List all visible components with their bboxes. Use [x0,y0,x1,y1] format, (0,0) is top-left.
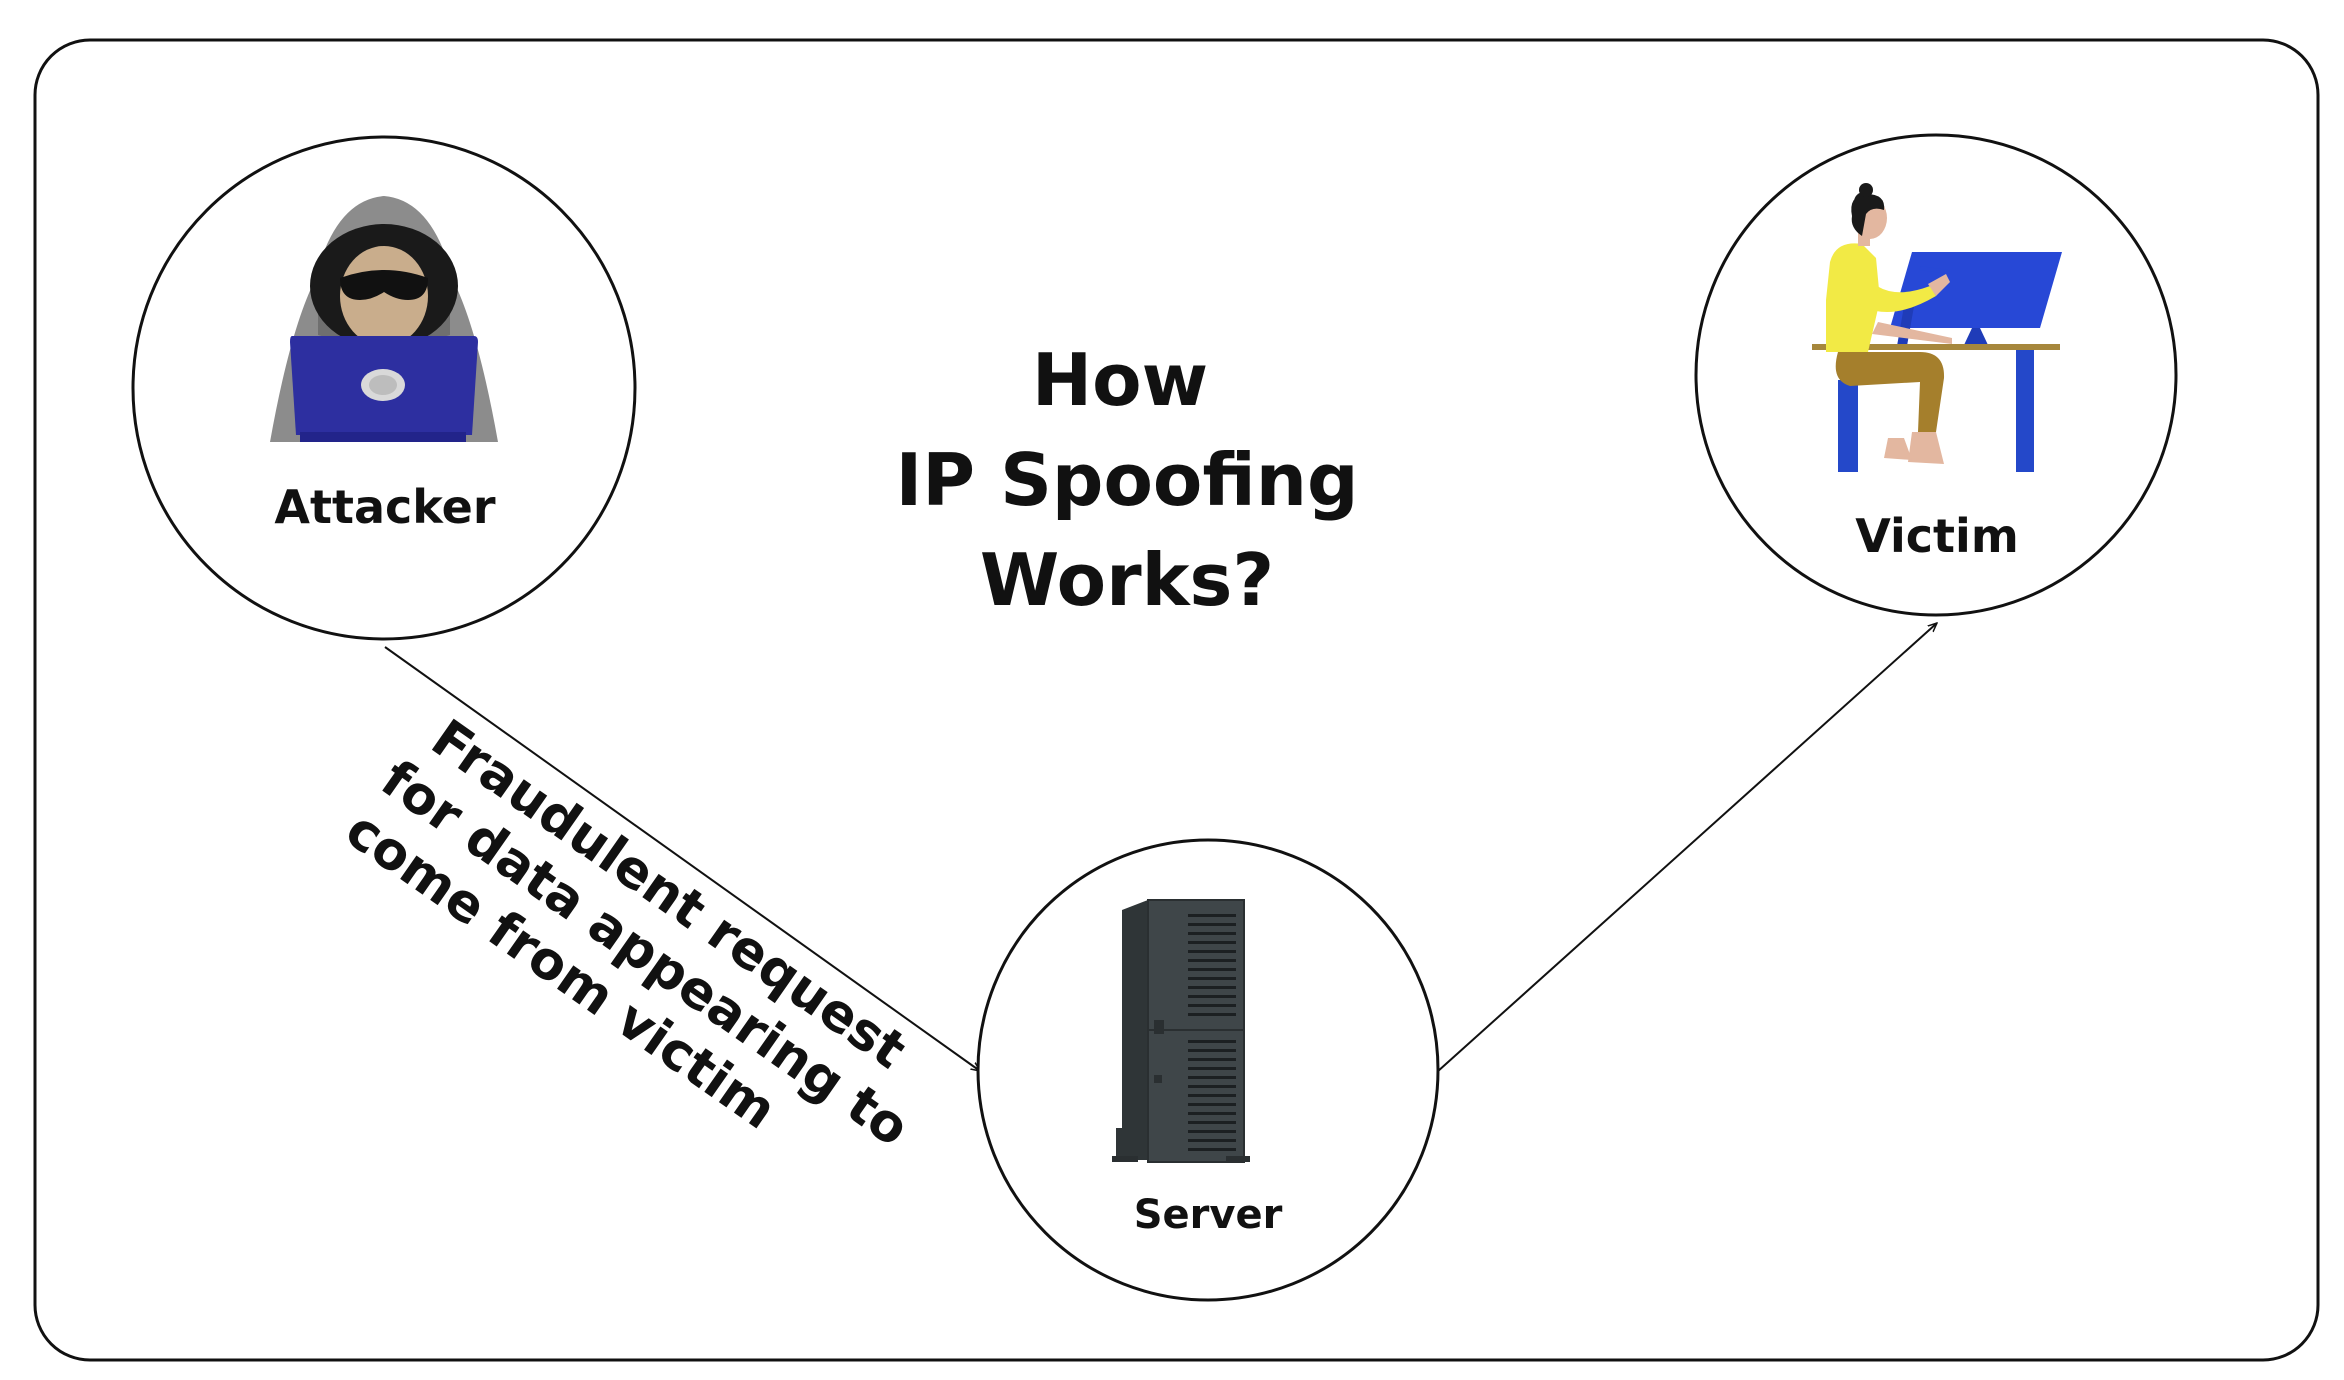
title-line-1: How [1032,338,1208,422]
node-attacker: Attacker [131,135,637,641]
victim-label: Victim [1855,509,2019,563]
person-at-computer-desk-icon [1812,183,2062,472]
title-line-3: Works? [980,538,1274,622]
diagram-title: How IP Spoofing Works? [895,338,1358,622]
edge-attacker-to-server [384,646,980,1071]
node-victim: Victim [1694,133,2178,617]
server-tower-icon [1112,899,1250,1163]
edge-server-to-victim [1436,623,1937,1073]
hooded-hacker-laptop-icon [270,196,498,442]
title-line-2: IP Spoofing [895,438,1358,522]
server-label: Server [1134,1192,1283,1238]
node-server: Server [976,838,1440,1302]
attacker-label: Attacker [274,480,495,534]
